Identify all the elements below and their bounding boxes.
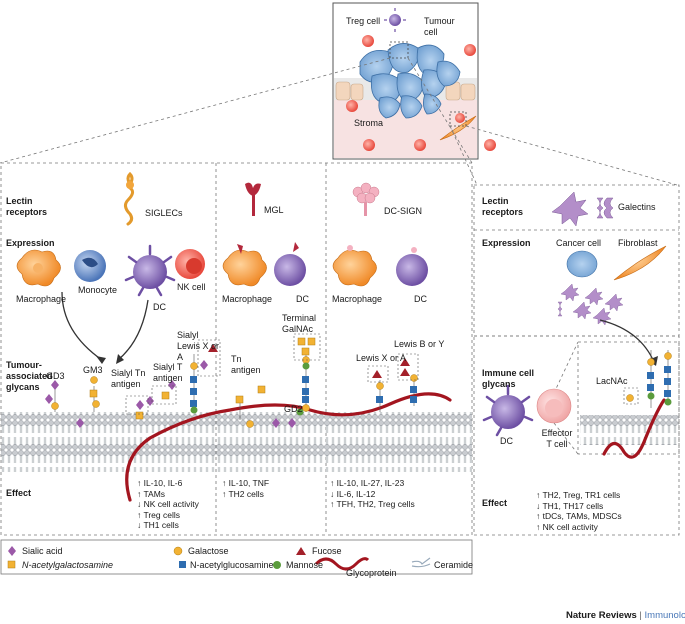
left-effect-label: Effect (6, 488, 32, 498)
macrophage-label: Macrophage (16, 294, 67, 304)
dc-sign-label: DC-SIGN (384, 206, 422, 216)
mgl-effect-1: ↑ IL-10, TNF (222, 478, 270, 488)
right-dc-label: DC (500, 436, 513, 446)
sialyl-t-label: Sialyl T antigen (153, 362, 183, 383)
siglec-effect-4: ↑ Treg cells (137, 509, 180, 520)
mgl-icon (245, 182, 261, 216)
dc-sign-icon (352, 182, 380, 216)
dcsign-effect-3: ↑ TFH, TH2, Treg cells (330, 499, 415, 509)
sialyl-tn-label: Sialyl Tn antigen (111, 368, 146, 389)
galnac-residues (89, 337, 316, 420)
right-expression-label: Expression (482, 238, 531, 248)
lacnac-label: LacNAc (596, 376, 628, 386)
lewis-by-label: Lewis B or Y (394, 339, 445, 349)
right-effect-label: Effect (482, 498, 508, 508)
galectin-effect-4: ↑ NK cell activity (536, 521, 598, 532)
dc-label: DC (153, 302, 166, 312)
treg-cell-icon (384, 8, 406, 32)
gd2-label: GD2 (284, 404, 303, 414)
macrophage-icon (16, 249, 61, 287)
inset-tumour-label: Tumour cell (424, 16, 455, 37)
legend-ceramide-label: Ceramide (434, 560, 474, 570)
legend-galactose-label: Galactose (188, 546, 229, 556)
galectin-effect-1: ↑ TH2, Treg, TR1 cells (536, 490, 621, 500)
journal-credit: Nature Reviews | Immunology (566, 610, 685, 621)
tumour-inset (332, 2, 496, 160)
siglec-effect-5: ↓ TH1 cells (137, 520, 179, 530)
legend-glycoprotein-label: Glycoprotein (346, 568, 397, 578)
fibroblast-label: Fibroblast (618, 238, 658, 248)
left-expression-label: Expression (6, 238, 55, 248)
dcsign-dc-label: DC (414, 294, 427, 304)
journal-section: Immunology (644, 610, 685, 621)
dcsign-macrophage-icon (332, 245, 377, 287)
glycoprotein-chain-right (602, 398, 666, 459)
mgl-macrophage-label: Macrophage (222, 294, 273, 304)
gm3-label: GM3 (83, 365, 103, 375)
legend-galnac-label: N-acetylgalactosamine (22, 560, 114, 570)
tn-antigen-label: Tn antigen (231, 354, 261, 375)
glycoprotein-chain (125, 392, 452, 502)
lewis-xa-label: Lewis X or A (356, 353, 407, 363)
right-dc-icon (482, 384, 534, 437)
cancer-cell-label: Cancer cell (556, 238, 602, 248)
siglec-effect-2: ↑ TAMs (137, 488, 166, 499)
siglec-label: SIGLECs (145, 208, 183, 218)
gd3-label: GD3 (46, 371, 65, 381)
siglec-effect-1: ↑ IL-10, IL-6 (137, 478, 183, 488)
galactose-residues (51, 352, 672, 428)
nk-cell-label: NK cell (177, 282, 206, 292)
fibroblast-expression-icon (613, 245, 667, 281)
dcsign-effect-1: ↑ IL-10, IL-27, IL-23 (330, 478, 405, 488)
right-lectin-label: Lectin receptors (482, 196, 524, 217)
legend-glcnac-label: N-acetylglucosamine (190, 560, 274, 570)
galectin-effects: ↑ TH2, Treg, TR1 cells ↓ TH1, TH17 cells… (536, 490, 622, 532)
nk-cell-icon (175, 249, 205, 279)
mgl-label: MGL (264, 205, 284, 215)
dcsign-effects: ↑ IL-10, IL-27, IL-23 ↓ IL-6, IL-12 ↑ TF… (330, 478, 415, 510)
mgl-dc-label: DC (296, 294, 309, 304)
galectin-cluster-icon (557, 283, 624, 326)
right-panel (473, 184, 680, 536)
mgl-dc-icon (274, 242, 306, 286)
legend-fucose-label: Fucose (312, 546, 342, 556)
inset-treg-label: Treg cell (346, 16, 381, 26)
galectin-effect-2: ↓ TH1, TH17 cells (536, 500, 604, 511)
mgl-effect-2: ↑ TH2 cells (222, 488, 264, 499)
legend-mannose-label: Mannose (286, 560, 324, 570)
dcsign-macrophage-label: Macrophage (332, 294, 383, 304)
journal-name: Nature Reviews (566, 610, 637, 621)
legend (0, 539, 473, 575)
terminal-galnac-label: Terminal GalNAc (282, 313, 317, 334)
galectin-effect-3: ↑ tDCs, TAMs, MDSCs (536, 511, 622, 521)
dcsign-effect-2: ↓ IL-6, IL-12 (330, 488, 376, 499)
effector-t-cell-icon (536, 388, 572, 424)
fibroblast-icon (439, 115, 477, 141)
monocyte-label: Monocyte (78, 285, 118, 295)
galectin-icon (551, 191, 614, 227)
legend-sialic-label: Sialic acid (22, 546, 63, 556)
siglec-effects: ↑ IL-10, IL-6 ↑ TAMs ↓ NK cell activity … (137, 478, 199, 531)
siglec-icon (123, 171, 135, 226)
credit-separator: | (636, 610, 645, 621)
monocyte-icon (74, 250, 106, 282)
inset-stroma-label: Stroma (354, 118, 384, 128)
mgl-macrophage-icon (222, 244, 267, 287)
siglec-effect-3: ↓ NK cell activity (137, 499, 199, 509)
dcsign-dc-icon (396, 247, 428, 286)
cancer-cell-icon (566, 250, 598, 278)
glcnac-residues (190, 366, 671, 407)
effector-t-cell-label: Effector T cell (541, 428, 573, 449)
mgl-effects: ↑ IL-10, TNF ↑ TH2 cells (222, 478, 269, 499)
sialyl-lewis-label: Sialyl Lewis X or A (177, 330, 220, 362)
left-glycans-label: Tumour-associated glycans (6, 360, 53, 392)
galectins-label: Galectins (618, 202, 656, 212)
dc-icon (124, 244, 176, 297)
right-glycans-label: Immune cell glycans (482, 368, 535, 389)
left-lectin-label: Lectin receptors (6, 196, 48, 217)
fucose-residues (208, 344, 410, 378)
mannose-residues (190, 362, 672, 416)
